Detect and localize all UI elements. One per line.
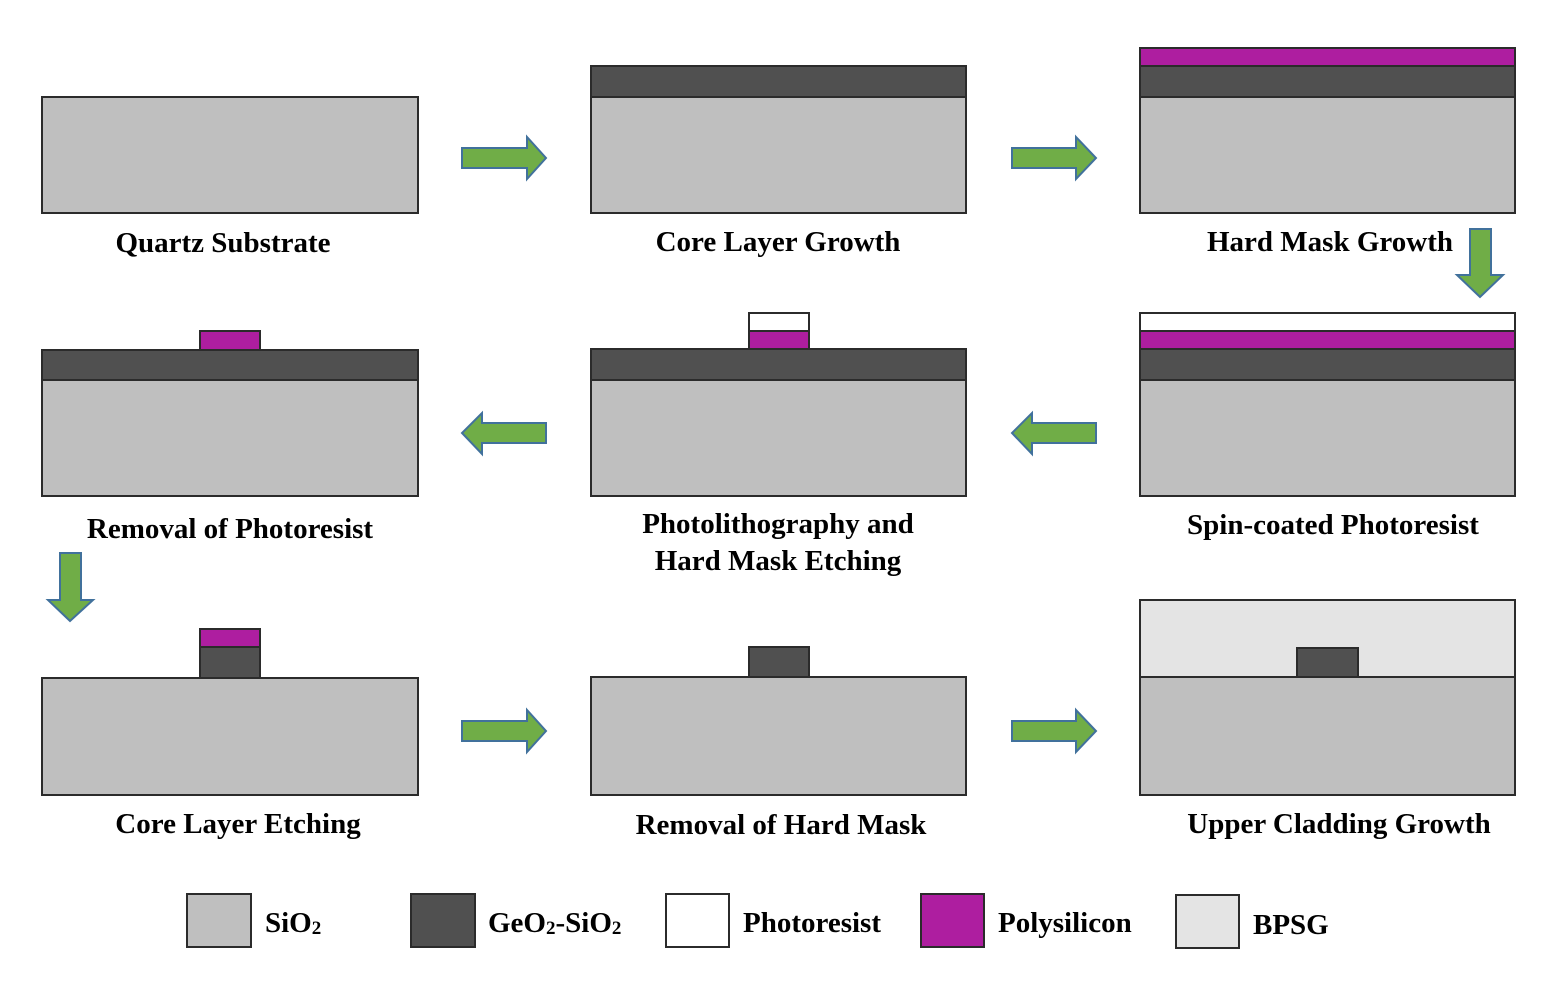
- stage-core-layer-growth: Core Layer Growth: [590, 65, 967, 258]
- photoresist-layer: [1139, 312, 1516, 332]
- hard-mask-layer: [1139, 330, 1516, 350]
- core-ridge: [748, 646, 810, 678]
- stage-label: Core Layer Etching: [115, 808, 361, 840]
- hard-mask-layer: [1139, 47, 1516, 67]
- stage-label: Removal of Photoresist: [87, 513, 374, 545]
- down-arrow-icon: [1454, 228, 1506, 299]
- left-arrow-icon: [1010, 410, 1097, 457]
- legend-label: Polysilicon: [998, 907, 1132, 939]
- legend-swatch: [186, 893, 252, 948]
- sio2-substrate: [590, 676, 967, 796]
- legend-swatch: [665, 893, 730, 948]
- legend-label: Photoresist: [743, 907, 881, 939]
- hard-mask-strip: [199, 628, 261, 648]
- core-ridge: [1296, 647, 1359, 678]
- core-layer: [590, 65, 967, 98]
- legend-item-geo2-sio2: GeO2-SiO2: [410, 893, 621, 948]
- stage-label: Removal of Hard Mask: [636, 809, 928, 841]
- sio2-substrate: [1139, 676, 1516, 796]
- stage-upper-cladding-growth: Upper Cladding Growth: [1139, 599, 1516, 840]
- down-arrow-icon: [45, 552, 96, 623]
- stage-spin-coated-photoresist: Spin-coated Photoresist: [1139, 312, 1516, 541]
- right-arrow-icon: [461, 707, 548, 755]
- legend-item-polysilicon: Polysilicon: [920, 893, 1132, 948]
- legend-swatch: [920, 893, 985, 948]
- legend-label: BPSG: [1253, 909, 1329, 941]
- stage-removal-of-hard-mask: Removal of Hard Mask: [590, 646, 967, 841]
- sio2-substrate: [590, 379, 967, 497]
- stage-label: Core Layer Growth: [656, 226, 901, 258]
- legend-item-photoresist: Photoresist: [665, 893, 881, 948]
- sio2-substrate: [41, 379, 419, 497]
- legend: SiO2 GeO2-SiO2 Photoresist Polysilicon B…: [186, 893, 1329, 949]
- hard-mask-strip: [748, 330, 810, 350]
- legend-item-bpsg: BPSG: [1175, 894, 1329, 949]
- right-arrow-icon: [1011, 134, 1098, 182]
- sio2-substrate: [590, 96, 967, 214]
- stage-label: Spin-coated Photoresist: [1187, 509, 1479, 541]
- stage-core-layer-etching: Core Layer Etching: [41, 628, 419, 840]
- legend-swatch: [410, 893, 476, 948]
- core-layer: [1139, 348, 1516, 381]
- core-layer: [41, 349, 419, 381]
- legend-label: GeO2-SiO2: [488, 907, 621, 939]
- core-layer: [590, 348, 967, 381]
- sio2-substrate: [41, 96, 419, 214]
- stage-quartz-substrate: Quartz Substrate: [41, 96, 419, 259]
- hard-mask-strip: [199, 330, 261, 351]
- stage-label-line-2: Hard Mask Etching: [655, 545, 902, 577]
- stage-photolithography-hard-mask-etching: Photolithography and Hard Mask Etching: [590, 312, 967, 577]
- stage-label-line-1: Photolithography and: [642, 508, 914, 540]
- legend-swatch: [1175, 894, 1240, 949]
- sio2-substrate: [1139, 96, 1516, 214]
- sio2-substrate: [41, 677, 419, 796]
- stage-label: Quartz Substrate: [115, 227, 330, 259]
- core-ridge: [199, 646, 261, 679]
- legend-item-sio2: SiO2: [186, 893, 321, 948]
- sio2-substrate: [1139, 379, 1516, 497]
- right-arrow-icon: [1011, 707, 1098, 755]
- stage-hard-mask-growth: Hard Mask Growth: [1139, 47, 1516, 258]
- right-arrow-icon: [461, 134, 548, 182]
- core-layer: [1139, 65, 1516, 98]
- stage-label: Upper Cladding Growth: [1187, 808, 1491, 840]
- left-arrow-icon: [460, 410, 547, 457]
- stage-label: Hard Mask Growth: [1207, 226, 1453, 258]
- photoresist-strip: [748, 312, 810, 332]
- stage-removal-of-photoresist: Removal of Photoresist: [41, 330, 419, 545]
- legend-label: SiO2: [265, 907, 321, 939]
